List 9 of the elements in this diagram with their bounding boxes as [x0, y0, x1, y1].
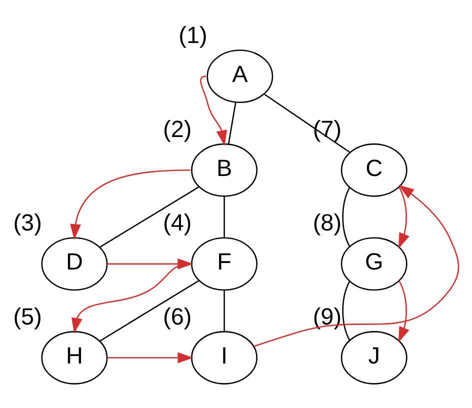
node-label: (4) [163, 210, 192, 236]
node-label: (9) [312, 303, 342, 330]
node-label: (7) [312, 116, 342, 142]
node-label: (6) [163, 303, 192, 330]
node-label: (8) [312, 210, 342, 236]
node-label: (3) [13, 210, 42, 236]
node-label: (2) [163, 116, 192, 142]
node-label: (5) [13, 303, 42, 330]
node-label: (1) [178, 22, 208, 48]
